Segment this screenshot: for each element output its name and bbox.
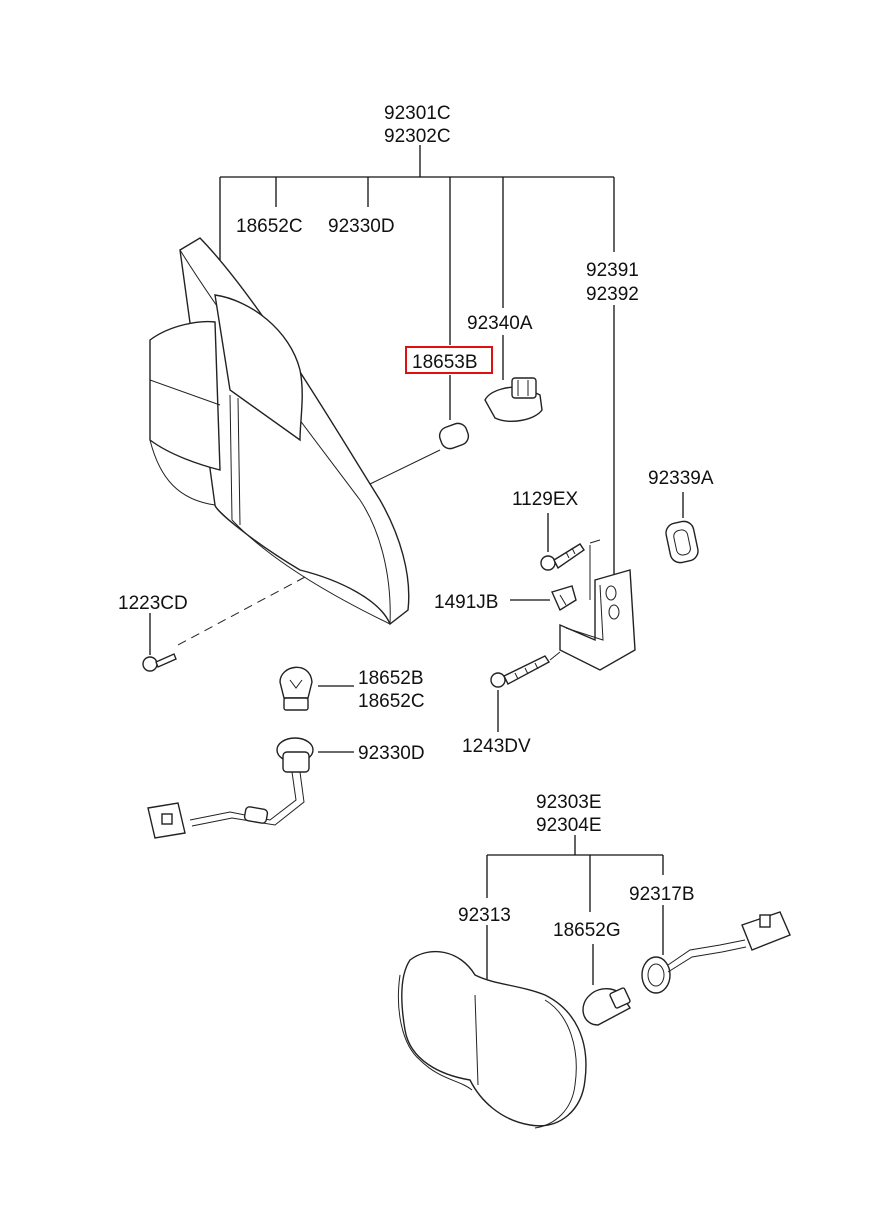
label-18652c-top[interactable]: 18652C — [236, 216, 303, 237]
label-92392[interactable]: 92392 — [586, 284, 639, 305]
tail-lamp-housing — [149, 237, 410, 626]
label-92330d-top[interactable]: 92330D — [328, 216, 395, 237]
label-92317b[interactable]: 92317B — [629, 884, 695, 905]
harness-92330d — [147, 737, 354, 839]
bracket-92391 — [559, 545, 636, 671]
label-92330d-mid[interactable]: 92330D — [358, 743, 425, 764]
socket-92340a — [484, 377, 543, 422]
clip-1491jb — [510, 585, 577, 612]
label-92340a[interactable]: 92340A — [467, 313, 533, 334]
label-92304e[interactable]: 92304E — [536, 815, 602, 836]
bulb-18652g — [582, 987, 631, 1026]
labels: 92301C 92302C 18652C 92330D 92391 92392 … — [118, 103, 714, 941]
label-18652b[interactable]: 18652B — [358, 668, 424, 689]
side-lamp-92313 — [397, 950, 587, 1129]
label-92313[interactable]: 92313 — [458, 905, 511, 926]
label-92302c[interactable]: 92302C — [384, 126, 451, 147]
label-92391[interactable]: 92391 — [586, 260, 639, 281]
label-92339a[interactable]: 92339A — [648, 468, 714, 489]
label-92303e[interactable]: 92303E — [536, 792, 602, 813]
leader-lines-top — [219, 145, 615, 575]
dashed-screw-line — [177, 576, 306, 646]
bulb-18652b — [279, 666, 354, 711]
label-18653b[interactable]: 18653B — [412, 352, 478, 373]
socket-92317b — [641, 911, 791, 994]
leader-lines-bottom — [486, 835, 664, 985]
leader-18653b — [369, 449, 441, 485]
label-1491jb[interactable]: 1491JB — [434, 592, 498, 613]
label-18652c-mid[interactable]: 18652C — [358, 691, 425, 712]
screw-1223cd — [142, 613, 177, 672]
label-92301c[interactable]: 92301C — [384, 103, 451, 124]
screw-1243dv — [490, 651, 561, 732]
grommet-92339a — [665, 520, 699, 564]
bulb-18653b — [438, 422, 470, 450]
screw-1129ex — [540, 513, 601, 571]
label-18652g[interactable]: 18652G — [553, 920, 621, 941]
highlight-box-18653b — [405, 346, 493, 374]
label-1129ex[interactable]: 1129EX — [512, 489, 579, 510]
label-1243dv[interactable]: 1243DV — [462, 736, 531, 757]
label-1223cd[interactable]: 1223CD — [118, 593, 188, 614]
